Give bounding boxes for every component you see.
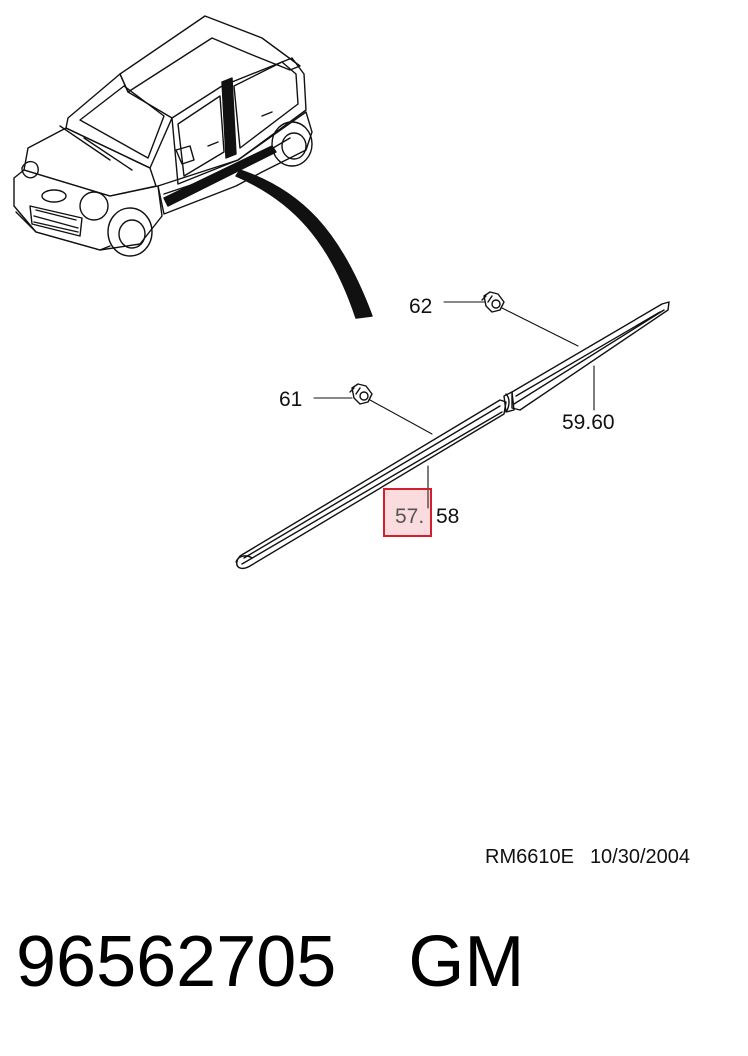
front-door-moulding [235, 399, 507, 570]
highlight-box [383, 488, 432, 537]
callout-62: 62 [409, 295, 433, 318]
part-brand: GM [408, 922, 525, 1002]
leader-lines [313, 301, 595, 509]
callout-61: 61 [279, 388, 303, 411]
rear-door-moulding [503, 301, 670, 413]
reference-line: RM6610E 10/30/2004 [485, 846, 690, 869]
callout-59-60: 59.60 [562, 411, 615, 434]
clip-62-part [481, 291, 505, 313]
reference-date: 10/30/2004 [589, 846, 691, 868]
car-illustration [13, 15, 373, 319]
reference-code: RM6610E [485, 846, 574, 868]
part-number: 96562705 [16, 922, 337, 1002]
pointer-arrow [235, 169, 373, 319]
callout-57: 57. [395, 505, 425, 528]
clip-61-part [349, 383, 373, 405]
callout-58: 58 [436, 505, 460, 528]
